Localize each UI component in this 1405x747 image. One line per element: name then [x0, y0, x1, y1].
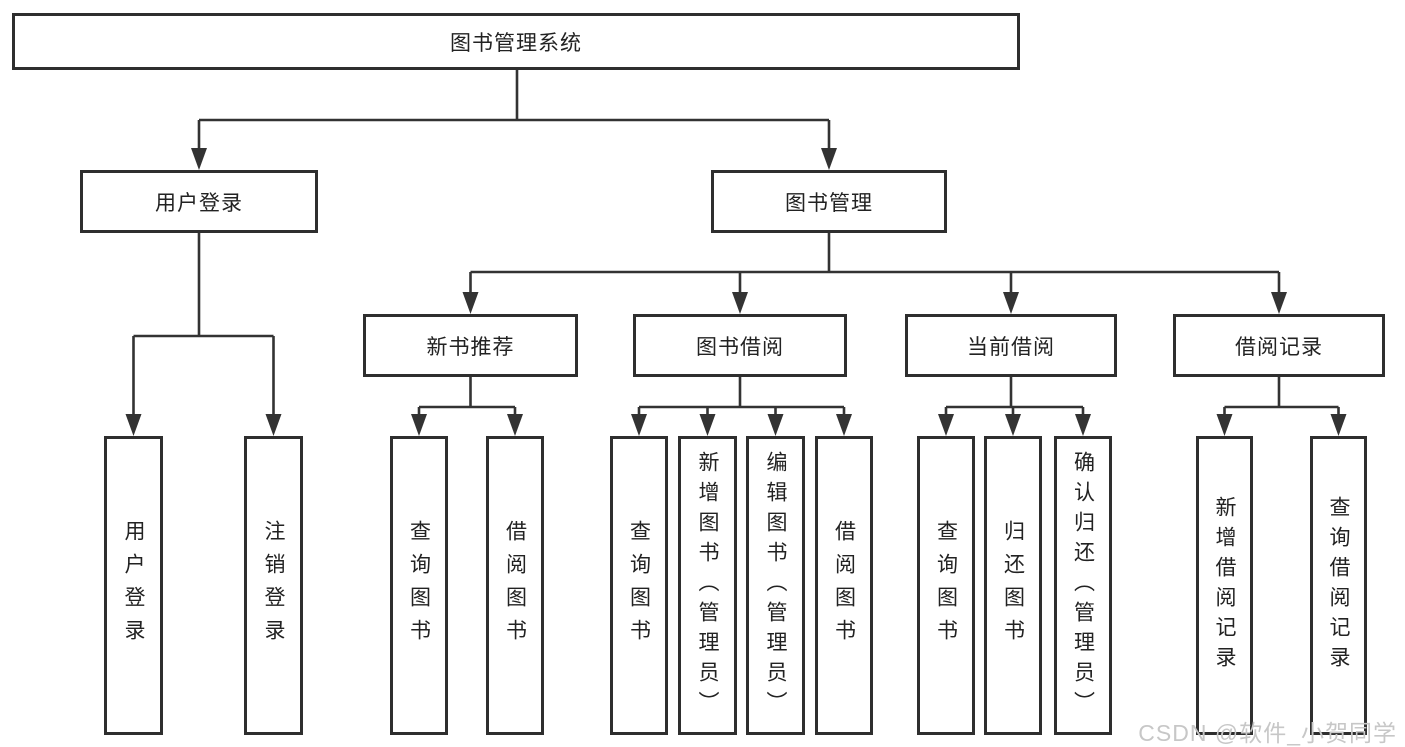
arrowhead-icons [125, 148, 1347, 436]
leaf-query-book-1: 查询图书 [390, 436, 448, 735]
leaf-edit-book-admin: 编辑图书（管理员） [746, 436, 805, 735]
leaf-add-borrow-record: 新增借阅记录 [1196, 436, 1253, 735]
node-borrow-record: 借阅记录 [1173, 314, 1385, 377]
leaf-query-book-3: 查询图书 [917, 436, 975, 735]
node-library-management-system: 图书管理系统 [12, 13, 1020, 70]
node-label: 新增图书（管理员） [696, 450, 719, 721]
node-label: 查询图书 [934, 519, 958, 652]
leaf-add-book-admin: 新增图书（管理员） [678, 436, 737, 735]
leaf-query-book-2: 查询图书 [610, 436, 668, 735]
node-label: 图书借阅 [696, 335, 784, 359]
node-book-management-branch: 图书管理 [711, 170, 947, 233]
leaf-query-borrow-record: 查询借阅记录 [1310, 436, 1367, 735]
leaf-return-book: 归还图书 [984, 436, 1042, 735]
node-label: 借阅记录 [1235, 335, 1323, 359]
leaf-borrow-book-2: 借阅图书 [815, 436, 873, 735]
node-label: 新书推荐 [426, 335, 515, 359]
node-label: 注销登录 [262, 519, 285, 652]
node-label: 用户登录 [155, 191, 243, 215]
node-label: 用户登录 [122, 519, 145, 652]
node-label: 确认归还（管理员） [1071, 450, 1095, 721]
node-label: 归还图书 [1001, 519, 1025, 652]
node-label: 查询图书 [407, 519, 431, 652]
node-label: 借阅图书 [832, 519, 856, 652]
node-label: 图书管理 [785, 191, 873, 215]
leaf-borrow-book-1: 借阅图书 [486, 436, 544, 735]
node-user-login-branch: 用户登录 [80, 170, 318, 233]
node-book-borrow: 图书借阅 [633, 314, 847, 377]
node-label: 图书管理系统 [450, 31, 582, 55]
node-label: 编辑图书（管理员） [764, 450, 787, 721]
node-current-borrow: 当前借阅 [905, 314, 1117, 377]
node-label: 新增借阅记录 [1213, 495, 1236, 676]
node-label: 当前借阅 [967, 335, 1055, 359]
leaf-user-login: 用户登录 [104, 436, 163, 735]
node-label: 查询借阅记录 [1327, 495, 1350, 676]
leaf-logout: 注销登录 [244, 436, 303, 735]
node-label: 查询图书 [627, 519, 651, 652]
csdn-watermark: CSDN @软件_小贺同学 [1138, 720, 1397, 746]
leaf-confirm-return-admin: 确认归还（管理员） [1054, 436, 1112, 735]
node-new-book-recommend: 新书推荐 [363, 314, 578, 377]
node-label: 借阅图书 [503, 519, 527, 652]
